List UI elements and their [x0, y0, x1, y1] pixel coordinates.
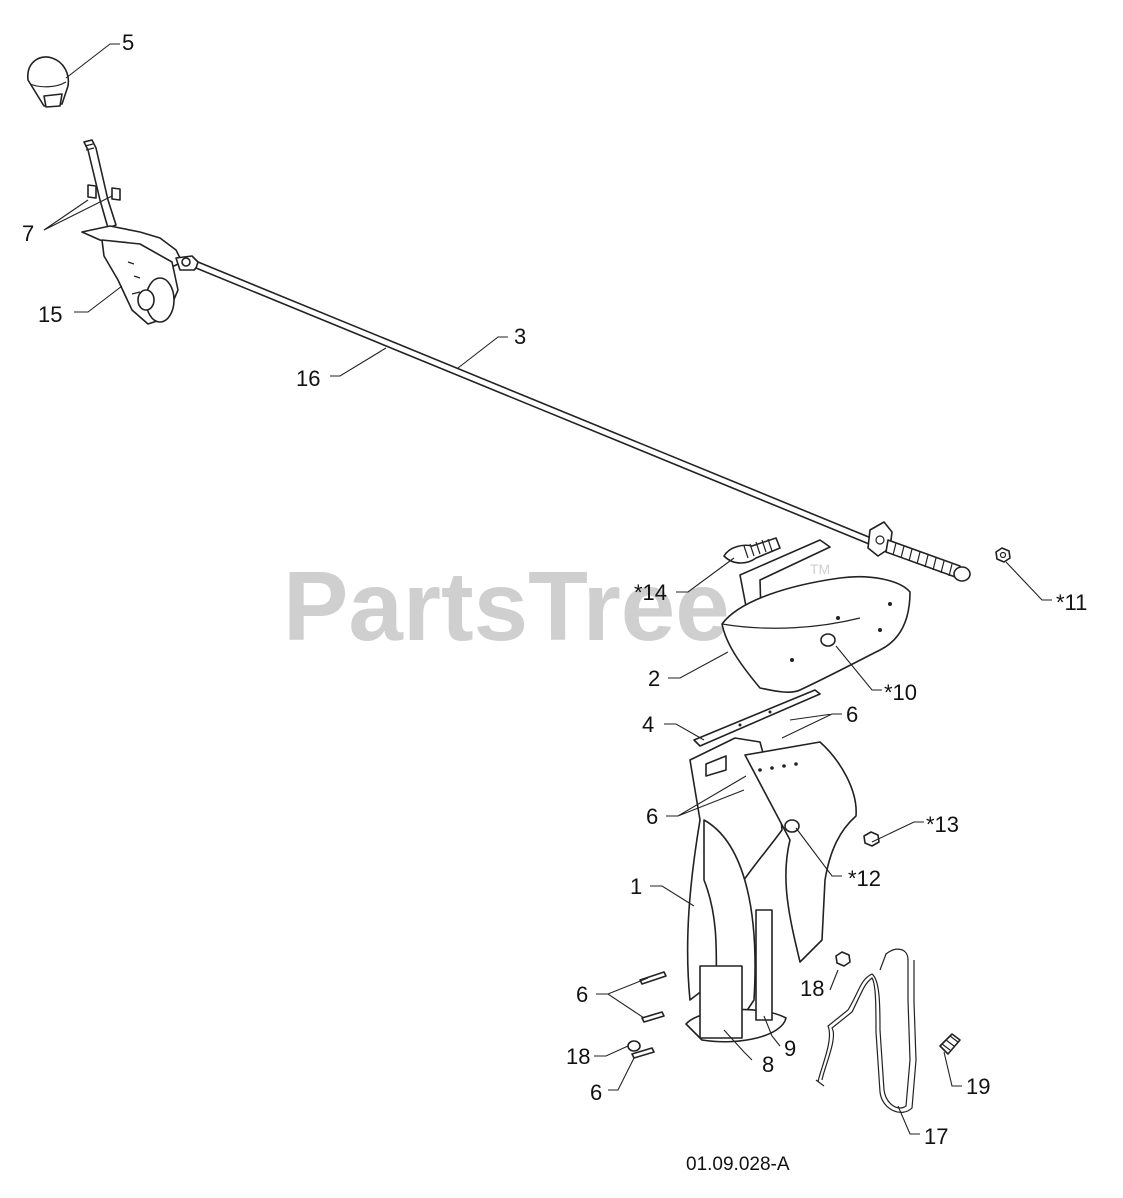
callout-1: 1	[630, 874, 642, 899]
part-4-strip	[693, 689, 821, 747]
part-rod	[195, 261, 971, 582]
callout-16: 16	[296, 366, 320, 391]
callout-3: 3	[514, 324, 526, 349]
callout-6-bottom: 6	[590, 1080, 602, 1105]
callout-14: *14	[634, 580, 667, 605]
part-lever-assembly	[81, 139, 201, 325]
figure-code: 01.09.028-A	[686, 1154, 790, 1175]
callout-11: *11	[1056, 590, 1087, 615]
callout-6-top: 6	[846, 702, 858, 727]
callout-18-left: 18	[566, 1044, 590, 1069]
callout-15: 15	[38, 302, 62, 327]
callout-9: 9	[784, 1036, 796, 1061]
part-spring-14	[723, 537, 781, 564]
callout-6-lower: 6	[576, 982, 588, 1007]
watermark-text: PartsTree	[283, 551, 730, 661]
callout-2: 2	[648, 666, 660, 691]
part-nut-18	[835, 951, 851, 967]
callout-17: 17	[924, 1124, 948, 1149]
watermark-trademark: TM	[810, 561, 830, 577]
callout-12: *12	[848, 866, 881, 891]
callout-4: 4	[642, 712, 654, 737]
callout-5: 5	[122, 30, 134, 55]
callout-6-mid: 6	[646, 804, 658, 829]
part-bolts-6	[627, 971, 667, 1059]
leader-lines	[43, 43, 1052, 1135]
part-knob	[27, 56, 70, 108]
part-17-rod	[815, 948, 917, 1113]
callout-19: 19	[966, 1074, 990, 1099]
callout-13: *13	[926, 812, 959, 837]
callout-labels: 5 7 15 16 3 *14 *11 2 *10 4 6 6 *13 *12 …	[22, 30, 1087, 1149]
part-nut-11	[995, 547, 1011, 563]
part-deflector	[721, 539, 911, 693]
callout-10: *10	[884, 680, 917, 705]
callout-8: 8	[762, 1052, 774, 1077]
callout-7: 7	[22, 221, 34, 246]
callout-18-right: 18	[800, 976, 824, 1001]
part-spring-19	[939, 1033, 961, 1055]
